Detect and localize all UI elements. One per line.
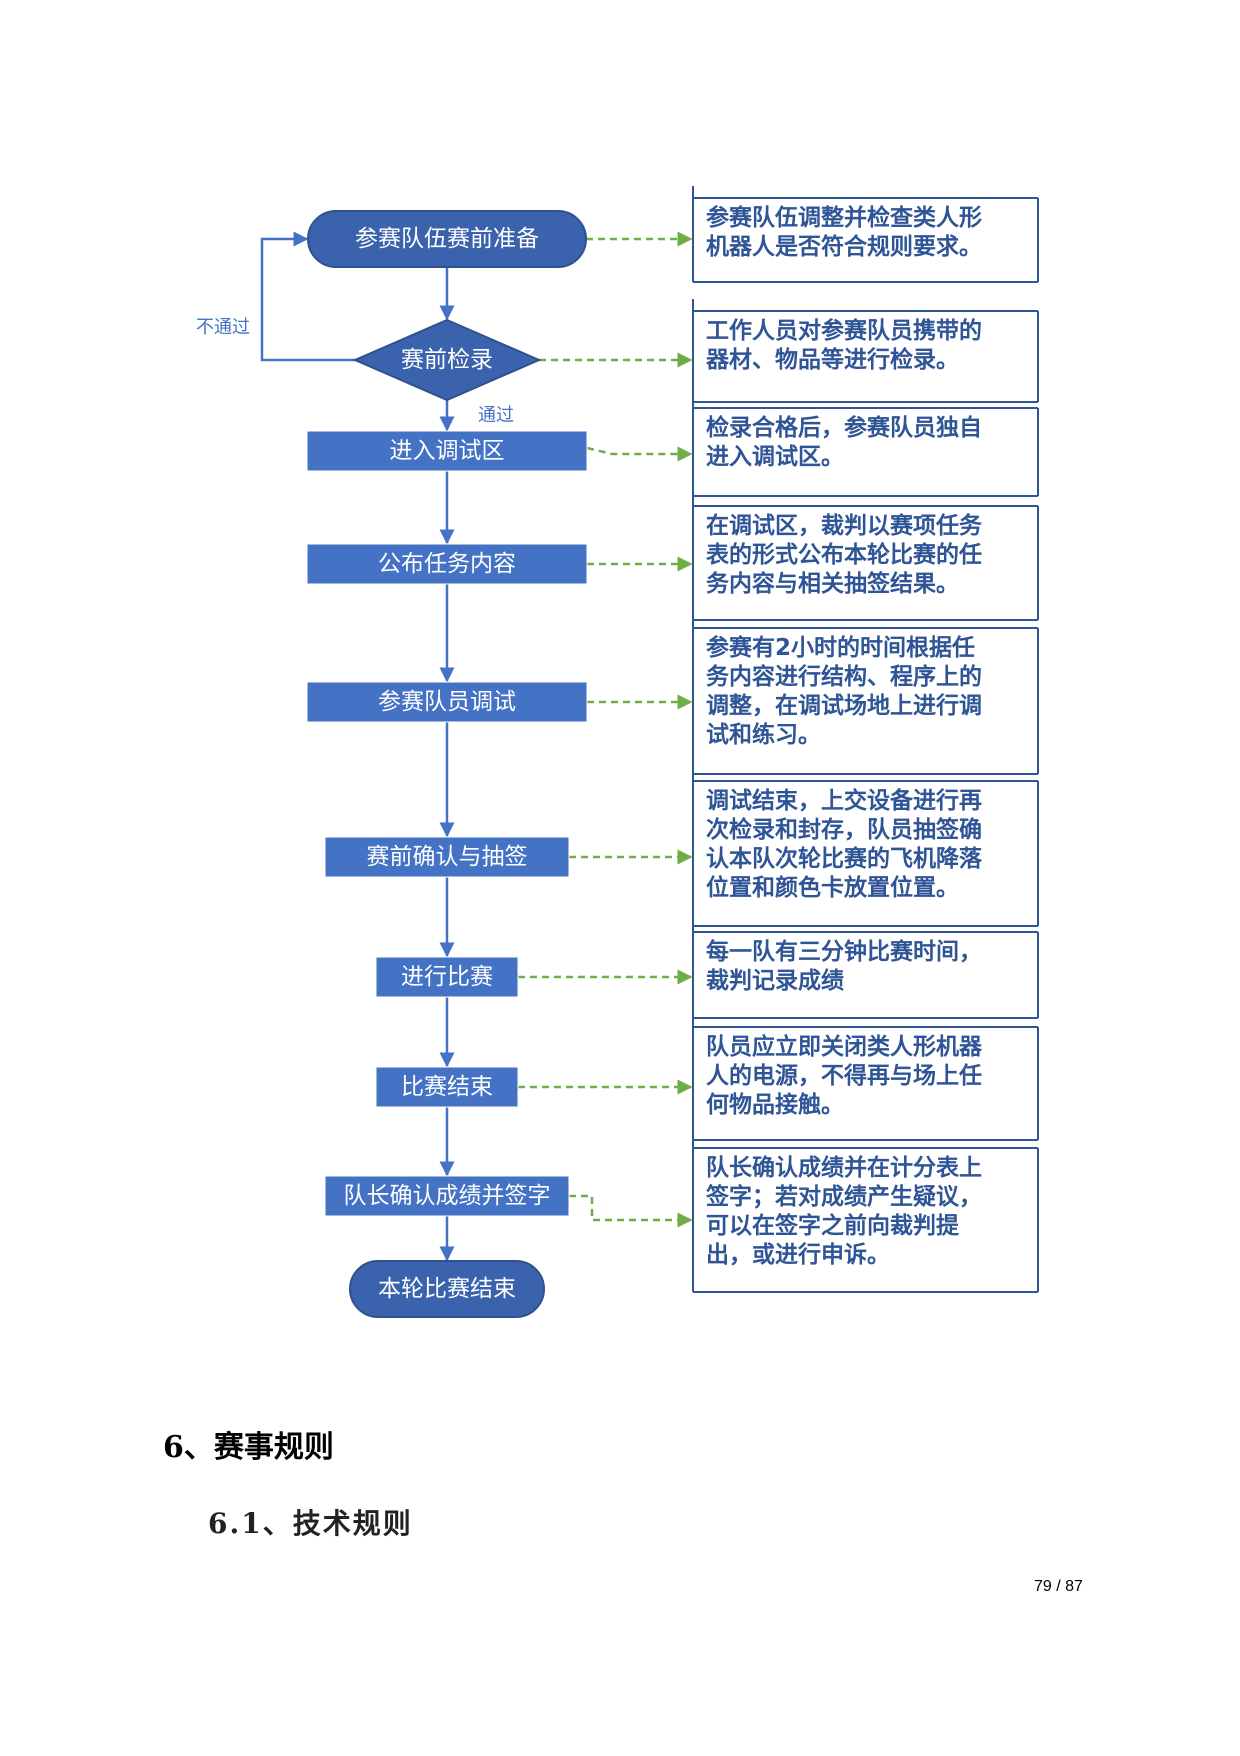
flow-node-debug: 参赛队员调试 — [306, 681, 588, 723]
description-line: 可以在签字之前向裁判提 — [706, 1212, 960, 1239]
description-line: 位置和颜色卡放置位置。 — [706, 874, 959, 901]
description-line: 器材、物品等进行检录。 — [705, 346, 959, 373]
description-line: 何物品接触。 — [706, 1091, 844, 1118]
description-line: 参赛队伍调整并检查类人形 — [706, 204, 982, 231]
flow-node-label: 赛前检录 — [401, 347, 493, 373]
section-heading: 6、赛事规则 — [163, 1430, 334, 1465]
description-line: 务内容与相关抽签结果。 — [706, 570, 959, 597]
description-line: 调整，在调试场地上进行调 — [706, 692, 982, 719]
process-box — [306, 430, 588, 472]
flow-node-label: 参赛队伍赛前准备 — [355, 226, 539, 252]
flow-node-end: 比赛结束 — [375, 1066, 519, 1108]
loop-back-arrow — [260, 231, 355, 362]
fail-branch-label: 不通过 — [196, 317, 250, 338]
terminal-shape — [307, 210, 587, 268]
description-line: 参赛有2小时的时间根据任 — [706, 634, 975, 661]
description-line: 表的形式公布本轮比赛的任 — [706, 541, 982, 568]
flow-node-label: 比赛结束 — [401, 1074, 493, 1100]
description-line: 机器人是否符合规则要求。 — [706, 233, 982, 260]
description-line: 人的电源，不得再与场上任 — [706, 1062, 982, 1089]
description-line: 认本队次轮比赛的飞机降落 — [706, 845, 983, 872]
page-number: 79 / 87 — [1034, 1578, 1083, 1595]
flow-node-confirm: 赛前确认与抽签 — [324, 836, 570, 878]
pass-branch-label: 通过 — [478, 405, 514, 426]
description-line: 签字；若对成绩产生疑议， — [705, 1183, 982, 1210]
flow-node-finish: 本轮比赛结束 — [349, 1260, 545, 1318]
flow-node-enter: 进入调试区 — [306, 430, 588, 472]
flow-node-check: 赛前检录 — [352, 318, 542, 402]
process-box — [324, 1175, 570, 1217]
flow-node-label: 进行比赛 — [401, 964, 493, 990]
process-box — [324, 836, 570, 878]
description-line: 检录合格后，参赛队员独自 — [706, 414, 982, 441]
flow-node-match: 进行比赛 — [375, 956, 519, 998]
description-box-debug: 参赛有2小时的时间根据任务内容进行结构、程序上的调整，在调试场地上进行调试和练习… — [692, 616, 1039, 775]
process-box — [306, 543, 588, 585]
description-line: 出，或进行申诉。 — [706, 1241, 890, 1268]
description-box-match: 每一队有三分钟比赛时间，裁判记录成绩 — [692, 920, 1039, 1019]
flow-node-label: 赛前确认与抽签 — [367, 844, 528, 870]
description-line: 调试结束，上交设备进行再 — [706, 787, 982, 814]
flow-node-label: 公布任务内容 — [378, 551, 516, 577]
description-line: 裁判记录成绩 — [706, 967, 844, 994]
flow-node-label: 本轮比赛结束 — [378, 1276, 516, 1302]
description-line: 工作人员对参赛队员携带的 — [706, 317, 982, 344]
description-line: 在调试区，裁判以赛项任务 — [706, 512, 983, 539]
description-line: 务内容进行结构、程序上的 — [706, 663, 982, 690]
description-line: 试和练习。 — [706, 721, 821, 748]
description-line: 队长确认成绩并在计分表上 — [706, 1154, 982, 1181]
flow-node-publish: 公布任务内容 — [306, 543, 588, 585]
subsection-heading: 6.1、技术规则 — [208, 1507, 413, 1540]
decision-diamond — [352, 318, 542, 402]
description-line: 进入调试区。 — [706, 444, 844, 470]
process-box — [375, 956, 519, 998]
process-box — [375, 1066, 519, 1108]
terminal-shape — [349, 1260, 545, 1318]
flow-node-label: 进入调试区 — [390, 438, 505, 464]
flow-node-sign: 队长确认成绩并签字 — [324, 1175, 570, 1217]
description-box-sign: 队长确认成绩并在计分表上签字；若对成绩产生疑议，可以在签字之前向裁判提出，或进行… — [692, 1136, 1039, 1293]
description-line: 队员应立即关闭类人形机器 — [706, 1033, 983, 1060]
description-box-confirm: 调试结束，上交设备进行再次检录和封存，队员抽签确认本队次轮比赛的飞机降落位置和颜… — [692, 769, 1039, 927]
flow-node-label: 队长确认成绩并签字 — [344, 1183, 551, 1209]
dashed-connector — [586, 446, 693, 462]
flow-node-prep: 参赛队伍赛前准备 — [307, 210, 587, 268]
process-box — [306, 681, 588, 723]
description-line: 每一队有三分钟比赛时间， — [706, 938, 982, 965]
dashed-connector — [569, 1194, 693, 1228]
description-line: 次检录和封存，队员抽签确 — [706, 816, 982, 843]
flow-node-label: 参赛队员调试 — [378, 689, 516, 715]
